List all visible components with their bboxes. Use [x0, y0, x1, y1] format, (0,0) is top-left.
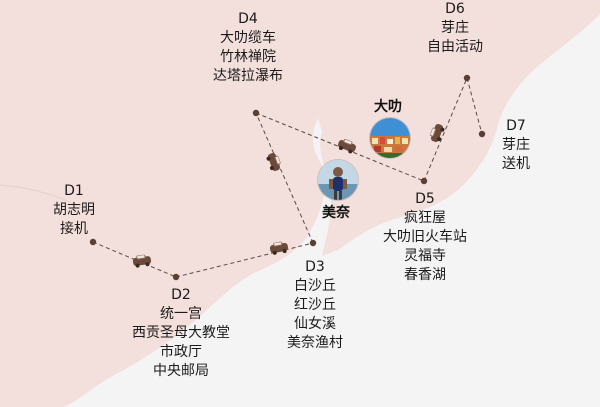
- stop-activity: 胡志明: [53, 202, 95, 218]
- stop-activity: 统一宫: [160, 306, 202, 322]
- stop-activity: 市政厅: [160, 344, 202, 360]
- car-icon: [430, 124, 445, 142]
- stop-activity: 送机: [502, 156, 530, 172]
- stop-marker-d5: [420, 177, 428, 185]
- stop-marker-d7: [478, 130, 486, 138]
- route-segment-6: [466, 77, 483, 135]
- stop-activity: 自由活动: [427, 39, 483, 55]
- stop-activity: 大叻缆车: [220, 30, 276, 46]
- stop-label-d2: D2 统一宫西贡圣母大教堂市政厅中央邮局: [132, 286, 230, 381]
- stop-activity: 美奈渔村: [287, 335, 343, 351]
- stop-day: D6: [445, 1, 465, 17]
- stop-day: D4: [238, 11, 258, 27]
- stop-activity: 竹林禅院: [220, 49, 276, 65]
- route-segment-2: [175, 242, 314, 278]
- stop-label-d3: D3 白沙丘红沙丘仙女溪美奈渔村: [287, 258, 343, 353]
- route-segment-3: [255, 112, 314, 244]
- city-label: 美奈: [322, 205, 350, 221]
- route-layer: [89, 74, 486, 281]
- stop-activity: 西贡圣母大教堂: [132, 325, 230, 341]
- stop-day: D5: [415, 191, 435, 207]
- stop-activity: 疯狂屋: [404, 210, 446, 226]
- stop-marker-d3: [309, 239, 317, 247]
- stop-label-d4: D4 大叻缆车竹林禅院达塔拉瀑布: [213, 10, 283, 86]
- stop-activity: 春香湖: [404, 267, 446, 283]
- stop-marker-d1: [89, 238, 97, 246]
- car-icon: [266, 153, 281, 171]
- stop-day: D7: [506, 118, 526, 134]
- stop-day: D3: [305, 259, 325, 275]
- stop-marker-d2: [172, 273, 180, 281]
- stop-activity: 达塔拉瀑布: [213, 68, 283, 84]
- city-photo: [370, 118, 410, 158]
- stop-activity: 接机: [60, 221, 88, 237]
- inland-area: [318, 0, 400, 132]
- land-area-east: [320, 0, 600, 256]
- stop-activity: 大叻旧火车站: [383, 229, 467, 245]
- stop-label-d5: D5 疯狂屋大叻旧火车站灵福寺春香湖: [383, 190, 467, 285]
- person-photo: [318, 160, 358, 200]
- route-segment-5: [423, 77, 468, 182]
- stop-label-d7: D7 芽庄送机: [502, 117, 530, 174]
- stop-activity: 中央邮局: [153, 363, 209, 379]
- route-segment-4: [255, 112, 425, 182]
- coast-detail: [0, 184, 96, 216]
- stop-activity: 芽庄: [441, 20, 469, 36]
- car-icon: [338, 139, 356, 154]
- car-icon: [269, 241, 289, 255]
- stop-marker-d6: [463, 74, 471, 82]
- stop-activity: 芽庄: [502, 137, 530, 153]
- stop-activity: 灵福寺: [404, 248, 446, 264]
- stop-activity: 红沙丘: [294, 297, 336, 313]
- stop-label-d6: D6 芽庄自由活动: [427, 0, 483, 57]
- stop-day: D1: [64, 183, 84, 199]
- land-area: [0, 0, 343, 407]
- city-label: 大叻: [374, 99, 402, 115]
- car-icon: [132, 254, 152, 268]
- stop-label-d1: D1 胡志明接机: [53, 182, 95, 239]
- stop-activity: 仙女溪: [294, 316, 336, 332]
- stop-activity: 白沙丘: [294, 278, 336, 294]
- stop-day: D2: [171, 287, 191, 303]
- stop-marker-d4: [252, 109, 260, 117]
